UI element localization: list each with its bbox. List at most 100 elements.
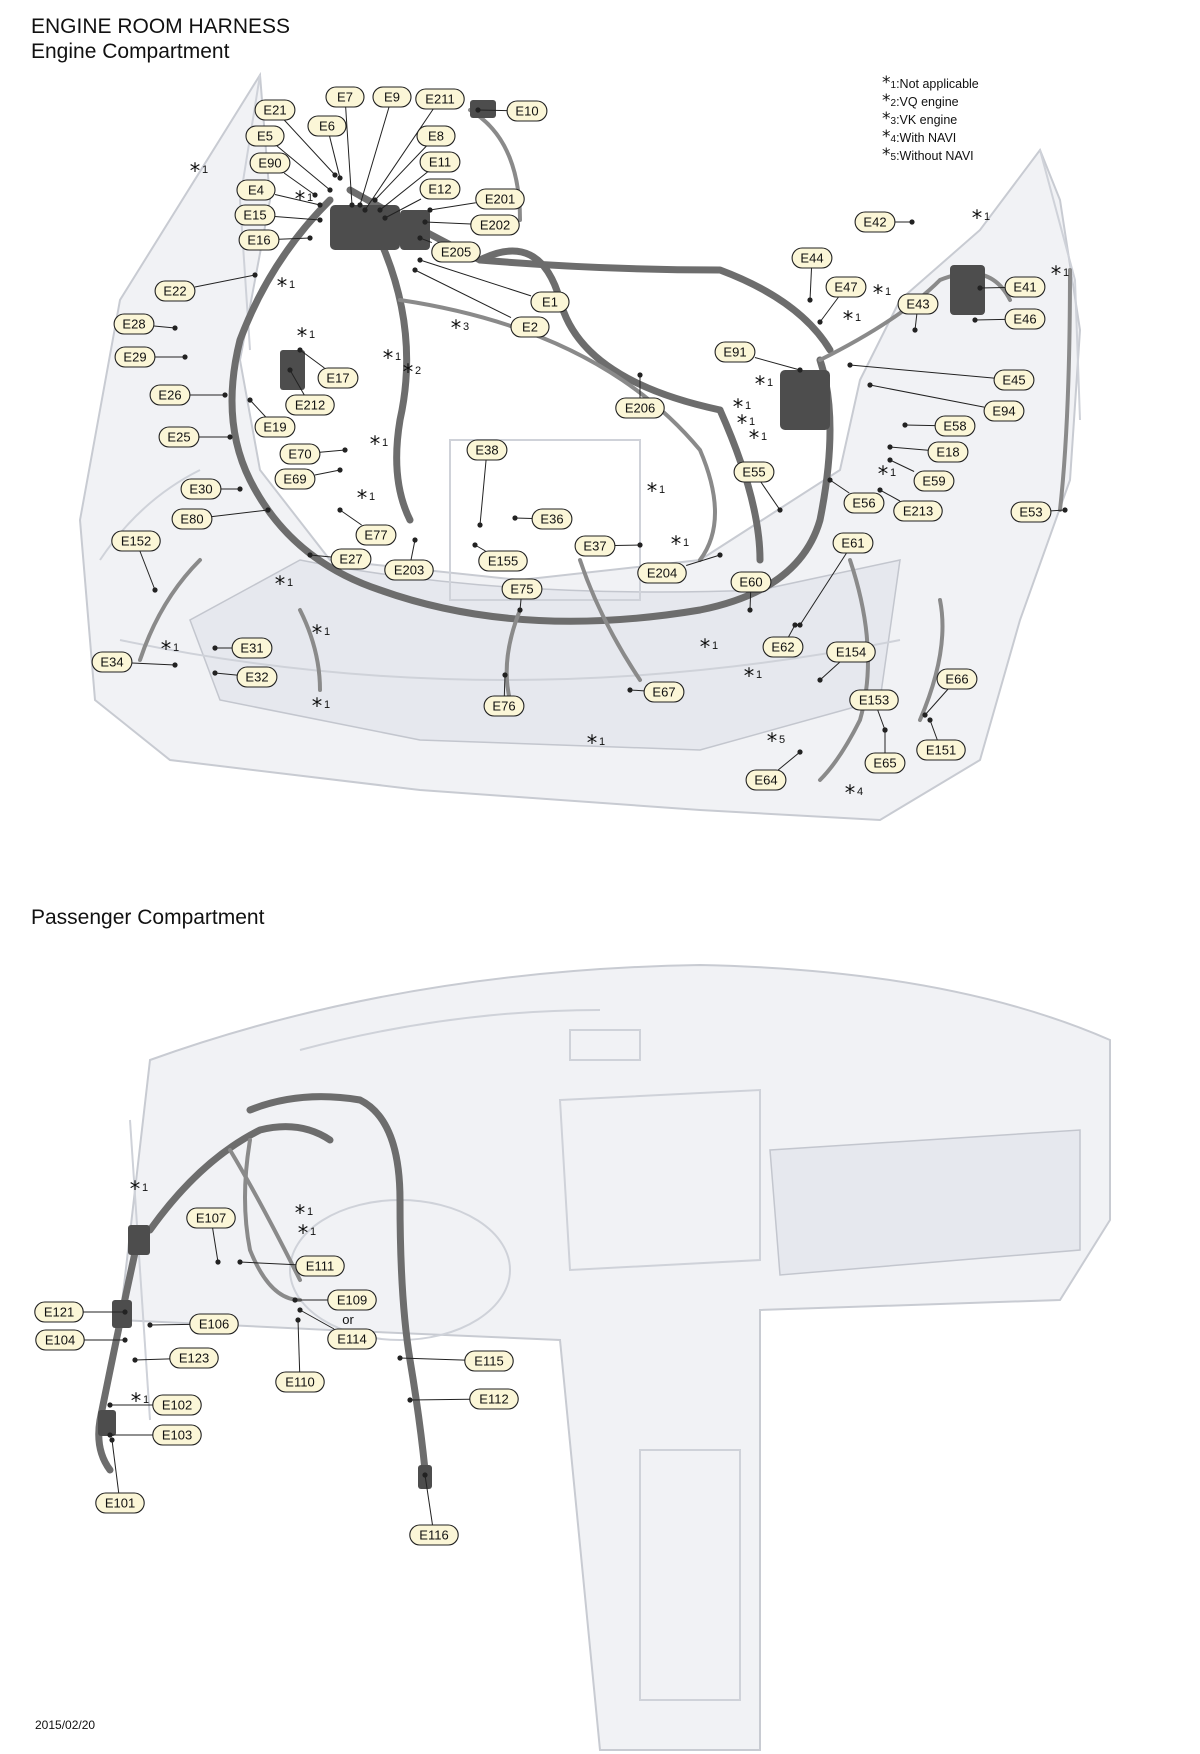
legend-item: *5:Without NAVI [882,145,974,165]
label-pill [470,214,520,236]
leader-line [809,267,813,301]
connector-point [867,382,873,388]
leader-line [410,539,416,561]
callout-number: 1 [890,467,896,479]
connector-label: E58 [943,419,966,434]
connector-label: E46 [1013,312,1036,327]
callout-mark: *1 [312,621,330,645]
callout-mark: *1 [383,346,401,370]
passenger-connector-label: E114 [297,1307,377,1350]
connector-label: E38 [475,443,498,458]
callout-number: 1 [395,351,401,363]
label-pill [236,666,278,688]
callout-mark: *1 [297,324,315,348]
label-pill [317,367,359,389]
label-pill [171,508,213,530]
leader-line [299,349,325,369]
engine-connector-label: E65 [864,727,906,774]
engine-connector-label: E59 [887,457,955,492]
leader-line [849,364,995,379]
label-pill [249,152,291,174]
label-pill [95,1492,145,1514]
callout-mark: *1 [878,462,896,486]
callout-mark: *1 [1051,262,1069,286]
connector-label: E6 [319,119,335,134]
label-pill [91,651,133,673]
callout-star: * [587,731,598,755]
connector-point [807,297,813,303]
leader-line [139,550,156,591]
passenger-connector-label: E103 [107,1424,202,1446]
connector-point [132,1357,138,1363]
connector-point [877,487,883,493]
leader-line [819,661,841,681]
connector-point [172,325,178,331]
label-pill [849,689,899,711]
connector-point [817,319,823,325]
label-pill [113,313,155,335]
connector-label: E18 [936,445,959,460]
leader-line [111,1439,120,1494]
label-pill [254,99,296,121]
label-pill [1004,308,1046,330]
connector-point [417,235,423,241]
callout-mark: *5 [767,729,785,753]
leader-line [194,274,256,288]
callout-mark: *1 [130,1177,148,1201]
callout-mark: *1 [733,395,751,419]
leader-line [309,554,332,558]
label-pill [416,125,456,147]
connector-label: E204 [647,566,677,581]
label-pill [245,125,285,147]
callout-number: 1 [382,437,388,449]
callout-star: * [749,426,760,450]
label-pill [285,394,335,416]
callout-number: 1 [202,164,208,176]
connector-label: E8 [428,129,444,144]
callout-star: * [845,781,856,805]
connector-label: E115 [474,1354,503,1369]
connector-label: E11 [429,155,451,170]
engine-connector-label: E7 [325,86,365,208]
callout-number: 1 [984,211,990,223]
callout-mark: *4 [845,781,863,805]
connector-point [307,552,313,558]
connector-point [882,727,888,733]
callout-number: 1 [173,642,179,654]
label-pill [415,88,465,110]
label-pill [531,508,573,530]
connector-label: E106 [199,1317,229,1332]
connector-label: E151 [926,743,956,758]
connector-label: E123 [179,1351,209,1366]
connector-label: E104 [45,1333,75,1348]
label-pill [327,1289,377,1311]
connector-point [382,215,388,221]
connector-point [227,434,233,440]
connector-label: E116 [419,1528,448,1543]
label-pill [1010,501,1052,523]
connector-label: E112 [479,1392,508,1407]
connector-label: E69 [283,472,306,487]
engine-connector-label: E19 [247,397,296,438]
connector-label: E42 [863,215,886,230]
leader-line [914,313,918,331]
leader-line [749,591,752,611]
callout-star: * [298,1221,309,1245]
engine-connector-label: E77 [337,507,397,546]
callout-number: 5 [779,734,785,746]
connector-label: E31 [240,641,263,656]
connector-point [312,192,318,198]
engine-connector-label: E154 [817,641,876,683]
connector-point [927,717,933,723]
connector-point [475,107,481,113]
leader-line [924,688,949,716]
label-pill [372,86,412,108]
leader-line [276,145,331,191]
label-pill [111,530,161,552]
leader-line [429,202,476,211]
callout-star: * [671,532,682,556]
label-pill [897,293,939,315]
passenger-connector-label: E111 [237,1255,345,1277]
engine-connector-label: E76 [483,672,525,717]
label-pill [180,478,222,500]
